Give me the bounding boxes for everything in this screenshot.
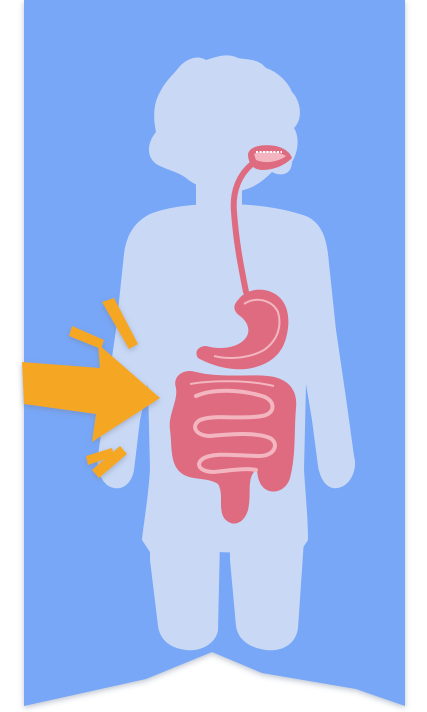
silhouette-right-leg bbox=[230, 540, 304, 650]
silhouette-left-leg bbox=[150, 540, 220, 650]
